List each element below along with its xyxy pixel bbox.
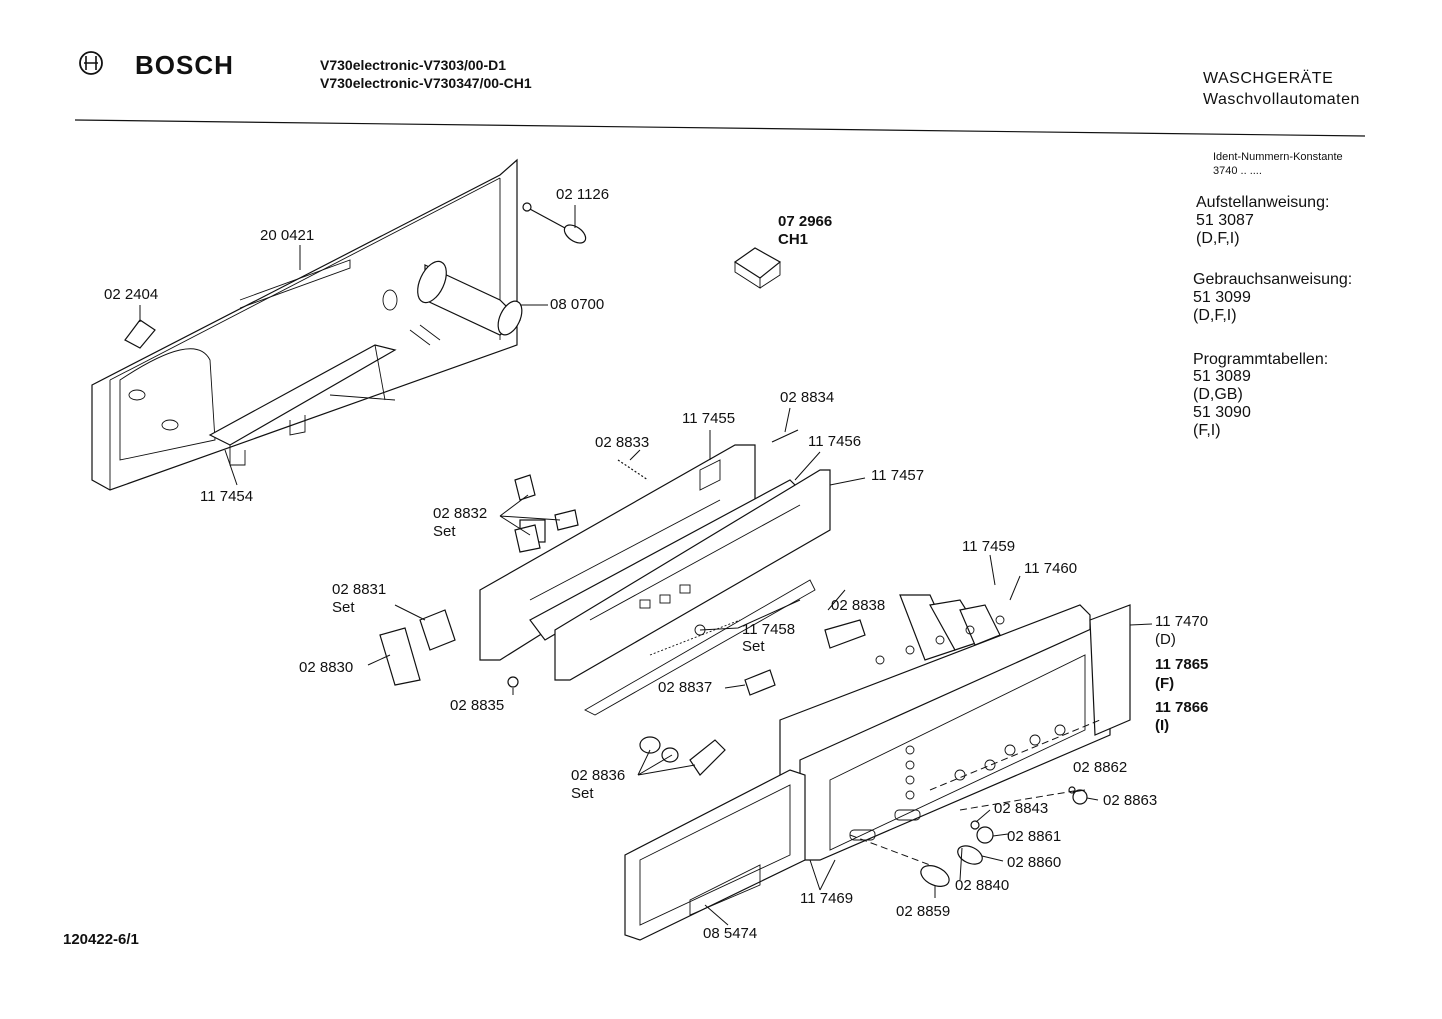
part-label: 02 8834 — [780, 389, 835, 406]
aufstell-title: Aufstellanweisung: — [1196, 194, 1330, 211]
part-label: 02 8840 — [955, 877, 1010, 894]
part-variant: (I) — [1155, 717, 1170, 734]
part-set: Set — [433, 523, 456, 540]
clip-028838 — [824, 619, 866, 649]
back-panel-200421 — [91, 158, 518, 491]
programm-2-lang: (F,I) — [1193, 422, 1221, 439]
programm-1-number: 51 3089 — [1193, 368, 1251, 385]
clip-028832-c — [554, 509, 579, 531]
part-label: 02 8838 — [831, 597, 886, 614]
model-line-2: V730electronic-V730347/00-CH1 — [320, 75, 532, 91]
part-label: 11 7469 — [800, 890, 854, 907]
aufstell-lang: (D,F,I) — [1196, 230, 1240, 247]
part-set: Set — [742, 638, 765, 655]
spring-028836 — [639, 736, 726, 776]
part-label: 02 8833 — [595, 434, 650, 451]
part-label: 11 7865 — [1155, 656, 1209, 673]
button-028859 — [920, 865, 950, 887]
part-set: Set — [332, 599, 355, 616]
gebrauch-number: 51 3099 — [1193, 289, 1251, 306]
part-label: 02 8862 — [1073, 759, 1128, 776]
part-variant: (F) — [1155, 675, 1175, 692]
part-label: 02 8843 — [994, 800, 1049, 817]
part-label: 02 8859 — [896, 903, 951, 920]
part-label: 02 8832 — [433, 505, 488, 522]
part-variant: (D) — [1155, 631, 1176, 648]
part-label: 11 7458 — [742, 621, 796, 638]
spring-028833 — [617, 459, 649, 481]
part-label: 20 0421 — [260, 227, 315, 244]
button-028860 — [957, 845, 983, 865]
pcb-117457 — [554, 469, 831, 681]
clip-028837 — [744, 669, 776, 696]
front-cover-085474 — [624, 769, 806, 941]
part-label: 02 8837 — [658, 679, 713, 696]
subcategory: Waschvollautomaten — [1203, 91, 1360, 108]
part-label: 02 2404 — [104, 286, 159, 303]
part-label: 02 8836 — [571, 767, 626, 784]
part-label: 07 2966 — [778, 213, 833, 230]
part-label: 08 5474 — [703, 925, 758, 942]
gebrauch-title: Gebrauchsanweisung: — [1193, 271, 1353, 288]
gebrauch-lang: (D,F,I) — [1193, 307, 1237, 324]
knob-028861 — [976, 826, 994, 844]
part-label: 11 7460 — [1024, 560, 1078, 577]
relay-072966 — [733, 247, 782, 289]
ident-label: Ident-Nummern-Konstante — [1213, 151, 1343, 163]
clip-028831 — [419, 609, 456, 651]
part-label: 02 8863 — [1103, 792, 1158, 809]
drawing-number: 120422-6/1 — [63, 931, 139, 948]
part-set: Set — [571, 785, 594, 802]
screw-028835 — [507, 676, 519, 688]
switch-022404 — [124, 319, 156, 349]
capacitor-080700 — [409, 260, 523, 346]
programm-title: Programmtabellen: — [1193, 351, 1329, 368]
part-label: 02 8861 — [1007, 828, 1062, 845]
lamp-021126 — [522, 202, 587, 244]
part-label: 02 8831 — [332, 581, 387, 598]
part-label: 11 7470 — [1155, 613, 1209, 630]
clip-028832-b — [514, 524, 541, 553]
header-rule — [74, 119, 1366, 137]
part-label: 11 7455 — [682, 410, 736, 427]
part-label: 11 7454 — [200, 488, 254, 505]
part-label: 02 8835 — [450, 697, 505, 714]
part-label: 11 7866 — [1155, 699, 1209, 716]
programm-1-lang: (D,GB) — [1193, 386, 1243, 403]
clip-028832-a — [514, 474, 536, 501]
part-label: 02 8860 — [1007, 854, 1062, 871]
bracket-117454 — [208, 344, 397, 466]
model-line-1: V730electronic-V7303/00-D1 — [320, 57, 506, 73]
ident-value: 3740 .. .... — [1213, 165, 1262, 177]
part-label: 02 1126 — [556, 186, 610, 203]
bosch-logo-icon — [79, 51, 103, 75]
part-label: 08 0700 — [550, 296, 605, 313]
bracket-028830 — [379, 627, 421, 686]
lamp-028843 — [970, 820, 980, 830]
programm-2-number: 51 3090 — [1193, 404, 1251, 421]
part-label: 11 7457 — [871, 467, 925, 484]
aufstell-number: 51 3087 — [1196, 212, 1254, 229]
category: WASCHGERÄTE — [1203, 70, 1334, 87]
brand-name: BOSCH — [135, 50, 234, 80]
part-label: 11 7459 — [962, 538, 1016, 555]
part-label: 11 7456 — [808, 433, 862, 450]
legend-panel-117470 — [1089, 604, 1131, 736]
part-label: 02 8830 — [299, 659, 354, 676]
part-variant: CH1 — [778, 231, 809, 248]
pin-028834 — [771, 429, 799, 443]
leader-lines — [139, 205, 1153, 926]
